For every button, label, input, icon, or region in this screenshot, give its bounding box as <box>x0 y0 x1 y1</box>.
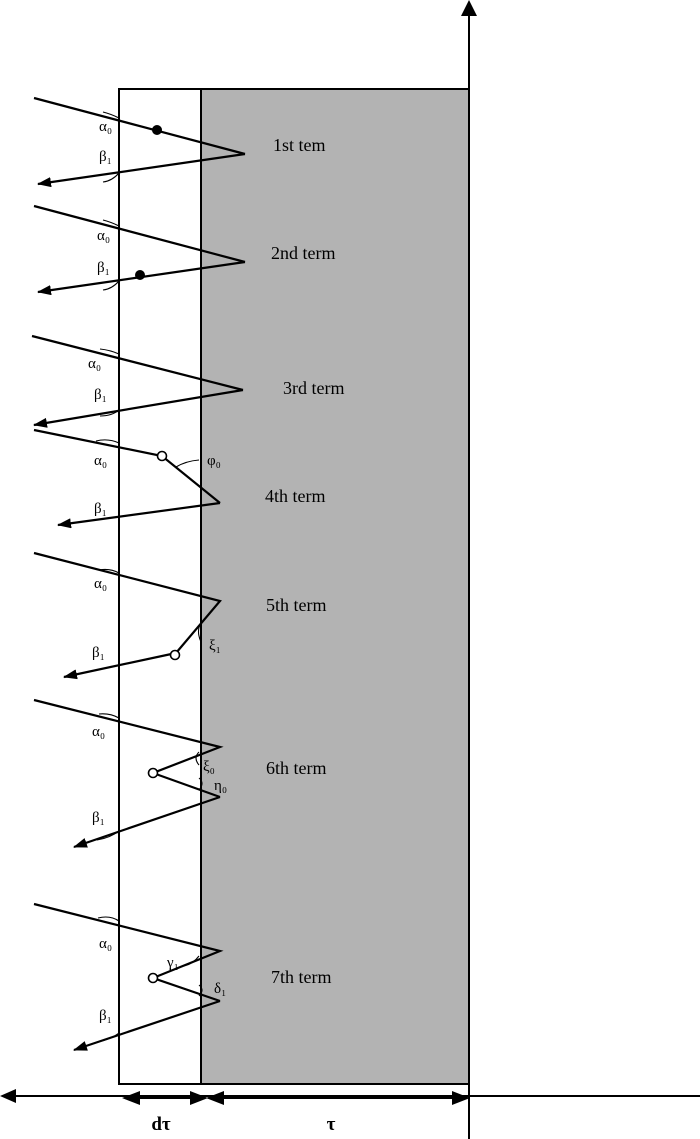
term-1: α₀ β₁ 1st tem <box>33 96 326 188</box>
term-1-beta-arc <box>102 172 120 183</box>
term-7-delta-label: δ₁ <box>214 981 226 997</box>
term-3: α₀ β₁ 3rd term <box>31 334 344 428</box>
term-4-emergent-ray <box>57 501 221 529</box>
term-6-label: 6th term <box>266 758 327 778</box>
term-6: α₀ β₁ ξ₀ η₀ 6th term <box>33 698 327 849</box>
term-6-beta-arc <box>96 830 120 841</box>
term-5-alpha-label: α₀ <box>94 576 107 592</box>
term-7-delta-arc <box>198 984 203 997</box>
term-6-eta-label: η₀ <box>214 778 227 794</box>
term-3-label: 3rd term <box>283 378 344 398</box>
term-4-phi-label: φ₀ <box>207 453 221 469</box>
term-3-alpha-arc <box>99 348 120 355</box>
term-2: α₀ β₁ 2nd term <box>33 204 336 296</box>
term-5-incident-ray <box>33 551 222 654</box>
term-7-emergent-ray <box>73 999 221 1052</box>
term-5-alpha-arc <box>98 568 120 574</box>
horizontal-axis-arrowhead <box>0 1089 16 1103</box>
term-6-alpha-arc <box>98 713 120 719</box>
dtau-arrowhead-left <box>122 1091 140 1105</box>
term-4-incident-ray <box>33 428 221 504</box>
term-1-alpha-label: α₀ <box>99 119 112 135</box>
term-5-scatter-point <box>169 649 181 661</box>
term-4-phi-arc <box>175 459 200 468</box>
tau-label: τ <box>327 1114 336 1135</box>
term-1-label: 1st tem <box>273 135 326 155</box>
term-6-xi-arc <box>195 751 200 766</box>
term-6-beta-label: β₁ <box>92 810 105 826</box>
term-2-alpha-label: α₀ <box>97 228 110 244</box>
term-7-beta-arc <box>96 1032 120 1043</box>
term-2-alpha-arc <box>102 219 120 227</box>
vertical-axis-arrowhead <box>461 0 477 16</box>
term-4-scatter-point <box>156 450 168 462</box>
term-7-alpha-arc <box>97 916 120 922</box>
term-5-xi-label: ξ₁ <box>209 638 221 654</box>
term-5-xi-arc <box>197 622 202 643</box>
term-1-emergent-ray <box>37 152 246 188</box>
term-5-emergent-ray <box>63 651 177 680</box>
term-6-emergent-ray <box>73 795 221 849</box>
term-5-label: 5th term <box>266 595 327 615</box>
term-7-beta-label: β₁ <box>99 1008 112 1024</box>
term-4: α₀ β₁ φ₀ 4th term <box>33 428 326 529</box>
tau-arrowhead-left <box>206 1091 224 1105</box>
thick-layer <box>201 89 469 1084</box>
term-7-incident-ray <box>33 902 224 1003</box>
term-3-beta-arc <box>99 409 120 417</box>
term-2-scatter-point <box>135 270 145 280</box>
term-7-gamma-arc <box>183 955 200 967</box>
term-7-gamma-label: γ₁ <box>166 955 179 971</box>
term-4-alpha-label: α₀ <box>94 453 107 469</box>
term-7-alpha-label: α₀ <box>99 936 112 952</box>
term-6-eta-arc <box>198 777 203 791</box>
term-5: α₀ β₁ ξ₁ 5th term <box>33 551 327 680</box>
term-4-alpha-arc <box>95 439 120 444</box>
term-6-incident-ray <box>33 698 224 799</box>
term-5-beta-label: β₁ <box>92 645 105 661</box>
term-1-incident-ray <box>33 96 246 156</box>
term-2-beta-label: β₁ <box>97 260 110 276</box>
term-3-beta-label: β₁ <box>94 387 107 403</box>
term-2-label: 2nd term <box>271 243 336 263</box>
tau-arrowhead-right <box>452 1091 470 1105</box>
term-7-scatter-point <box>147 972 159 984</box>
term-4-label: 4th term <box>265 486 326 506</box>
term-4-beta-label: β₁ <box>94 501 107 517</box>
term-6-xi-label: ξ₀ <box>203 759 215 775</box>
dtau-arrowhead-right <box>190 1091 208 1105</box>
term-6-scatter-point <box>147 767 159 779</box>
term-3-emergent-ray <box>33 388 244 428</box>
term-2-beta-arc <box>102 280 120 291</box>
term-1-scatter-point <box>152 125 162 135</box>
dtau-label: dτ <box>151 1114 171 1135</box>
term-3-incident-ray <box>31 334 244 392</box>
term-7-label: 7th term <box>271 967 332 987</box>
term-1-beta-label: β₁ <box>99 149 112 165</box>
term-6-alpha-label: α₀ <box>92 724 105 740</box>
term-7: α₀ β₁ γ₁ δ₁ 7th term <box>33 902 332 1052</box>
term-3-alpha-label: α₀ <box>88 356 101 372</box>
term-1-alpha-arc <box>102 111 120 119</box>
term-2-incident-ray <box>33 204 246 264</box>
